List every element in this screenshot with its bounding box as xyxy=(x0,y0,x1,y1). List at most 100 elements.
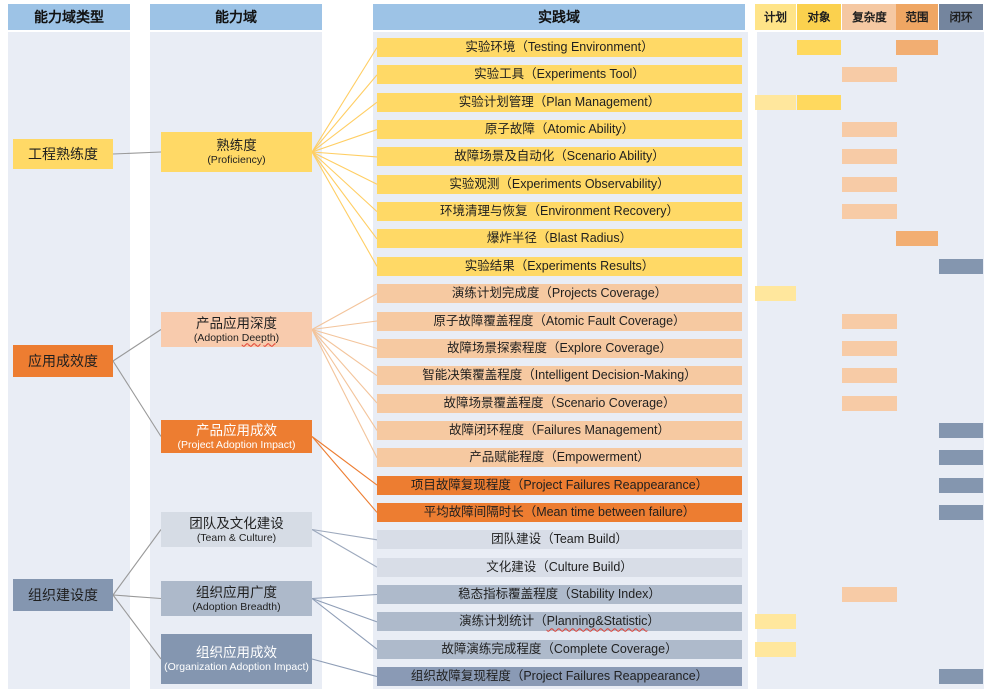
practice-row-label: 产品赋能程度（Empowerment） xyxy=(469,450,650,465)
practice-row: 智能决策覆盖程度（Intelligent Decision-Making） xyxy=(377,366,742,386)
domain-node-title: 熟练度 xyxy=(216,138,257,153)
domain-node-subtitle: (Adoption Deepth) xyxy=(193,331,280,344)
domain-node-adoption-depth: 产品应用深度(Adoption Deepth) xyxy=(161,312,312,347)
practice-row: 稳态指标覆盖程度（Stability Index） xyxy=(377,585,742,604)
domain-node-subtitle: (Project Adoption Impact) xyxy=(177,438,296,451)
domain-node-subtitle: (Organization Adoption Impact) xyxy=(164,661,309,673)
practice-row: 故障场景探索程度（Explore Coverage） xyxy=(377,338,742,358)
dimension-header-plan: 计划 xyxy=(755,4,796,30)
domain-node-subtitle: (Adoption Breadth) xyxy=(192,600,281,613)
practice-row-label: 实验结果（Experiments Results） xyxy=(464,258,655,273)
score-mark-complexity xyxy=(842,176,897,192)
practice-row-label: 演练计划统计（Planning&Statistic） xyxy=(459,614,660,629)
domain-node-title: 团队及文化建设 xyxy=(189,515,284,531)
practice-row-label: 平均故障间隔时长（Mean time between failure） xyxy=(423,504,696,519)
score-panel-band xyxy=(757,32,984,689)
domain-node-title: 组织应用广度 xyxy=(196,584,277,600)
score-mark-complexity xyxy=(842,368,897,384)
score-mark-scope xyxy=(896,40,938,55)
domain-node-title: 产品应用成效 xyxy=(196,422,277,438)
practice-column-header: 实践域 xyxy=(373,4,745,30)
domain-node-adoption-breadth: 组织应用广度(Adoption Breadth) xyxy=(161,581,312,616)
score-mark-plan xyxy=(755,94,796,110)
score-mark-complexity xyxy=(842,587,897,602)
practice-row: 产品赋能程度（Empowerment） xyxy=(377,448,742,468)
domain-node-title: 产品应用深度 xyxy=(196,315,277,331)
score-mark-target xyxy=(797,40,841,55)
practice-row-label: 实验观测（Experiments Observability） xyxy=(449,176,670,191)
practice-row: 故障演练完成程度（Complete Coverage） xyxy=(377,639,742,659)
practice-row: 故障场景及自动化（Scenario Ability） xyxy=(377,147,742,167)
practice-column-band xyxy=(373,32,748,689)
type-node-application: 应用成效度 xyxy=(13,345,113,377)
score-mark-target xyxy=(797,94,841,110)
score-mark-complexity xyxy=(842,149,897,165)
practice-row: 故障场景覆盖程度（Scenario Coverage） xyxy=(377,393,742,413)
practice-row: 文化建设（Culture Build） xyxy=(377,557,742,577)
score-mark-loop xyxy=(939,504,983,520)
misspelled-text: Planning&Statistic xyxy=(546,614,648,629)
dimension-header-target: 对象 xyxy=(797,4,841,30)
domain-node-subtitle: (Team & Culture) xyxy=(196,531,277,544)
dimension-header-loop: 闭环 xyxy=(939,4,983,30)
domain-node-adoption-impact: 产品应用成效(Project Adoption Impact) xyxy=(161,420,312,453)
dimension-header-complexity: 复杂度 xyxy=(842,4,897,30)
practice-row: 团队建设（Team Build） xyxy=(377,530,742,550)
practice-row-label: 故障场景探索程度（Explore Coverage） xyxy=(446,340,673,355)
practice-row-label: 实验工具（Experiments Tool） xyxy=(474,67,645,82)
score-mark-complexity xyxy=(842,395,897,411)
score-mark-loop xyxy=(939,422,983,438)
score-mark-scope xyxy=(896,231,938,247)
score-mark-complexity xyxy=(842,122,897,138)
practice-row-label: 故障场景覆盖程度（Scenario Coverage） xyxy=(443,395,676,410)
domain-node-proficiency: 熟练度(Proficiency) xyxy=(161,132,312,172)
practice-row: 组织故障复现程度（Project Failures Reappearance） xyxy=(377,667,742,687)
practice-row-label: 组织故障复现程度（Project Failures Reappearance） xyxy=(410,669,709,684)
practice-row-label: 演练计划完成度（Projects Coverage） xyxy=(451,286,668,301)
score-mark-loop xyxy=(939,258,983,274)
practice-row: 故障闭环程度（Failures Management） xyxy=(377,420,742,440)
practice-row-label: 稳态指标覆盖程度（Stability Index） xyxy=(458,587,661,601)
practice-row: 原子故障（Atomic Ability） xyxy=(377,120,742,140)
practice-row-label: 智能决策覆盖程度（Intelligent Decision-Making） xyxy=(422,368,697,383)
misspelled-text: Deepth xyxy=(241,331,276,344)
practice-row: 实验工具（Experiments Tool） xyxy=(377,65,742,85)
score-mark-loop xyxy=(939,669,983,685)
practice-row: 原子故障覆盖程度（Atomic Fault Coverage） xyxy=(377,311,742,331)
practice-row-label: 文化建设（Culture Build） xyxy=(486,559,633,574)
domain-node-subtitle: (Proficiency) xyxy=(207,154,266,166)
type-node-engineering: 工程熟练度 xyxy=(13,139,113,169)
score-mark-loop xyxy=(939,477,983,493)
score-mark-plan xyxy=(755,641,796,657)
score-mark-plan xyxy=(755,614,796,630)
practice-row-label: 故障场景及自动化（Scenario Ability） xyxy=(454,149,665,164)
practice-row: 实验环境（Testing Environment） xyxy=(377,38,742,57)
practice-row-label: 原子故障（Atomic Ability） xyxy=(484,122,635,137)
score-mark-loop xyxy=(939,450,983,466)
practice-row-label: 原子故障覆盖程度（Atomic Fault Coverage） xyxy=(433,313,686,328)
score-mark-plan xyxy=(755,286,796,302)
practice-row-label: 实验环境（Testing Environment） xyxy=(465,40,654,54)
domain-node-org-impact: 组织应用成效(Organization Adoption Impact) xyxy=(161,634,312,684)
score-mark-complexity xyxy=(842,313,897,329)
practice-row: 爆炸半径（Blast Radius） xyxy=(377,229,742,249)
score-mark-complexity xyxy=(842,340,897,356)
domain-node-title: 组织应用成效 xyxy=(196,645,277,660)
score-mark-complexity xyxy=(842,67,897,83)
practice-row-label: 环境清理与恢复（Environment Recovery） xyxy=(440,204,679,219)
practice-row-label: 实验计划管理（Plan Management） xyxy=(458,94,661,109)
practice-row: 演练计划完成度（Projects Coverage） xyxy=(377,284,742,304)
practice-row-label: 故障闭环程度（Failures Management） xyxy=(449,422,670,437)
domain-column-header: 能力域 xyxy=(150,4,322,30)
type-node-organization: 组织建设度 xyxy=(13,579,113,611)
type-column-header: 能力域类型 xyxy=(8,4,130,30)
dimension-header-scope: 范围 xyxy=(896,4,938,30)
practice-row-label: 项目故障复现程度（Project Failures Reappearance） xyxy=(410,477,709,492)
practice-row: 实验计划管理（Plan Management） xyxy=(377,92,742,112)
practice-row: 项目故障复现程度（Project Failures Reappearance） xyxy=(377,475,742,495)
domain-node-team-culture: 团队及文化建设(Team & Culture) xyxy=(161,512,312,547)
score-mark-complexity xyxy=(842,204,897,220)
practice-row: 实验结果（Experiments Results） xyxy=(377,256,742,276)
